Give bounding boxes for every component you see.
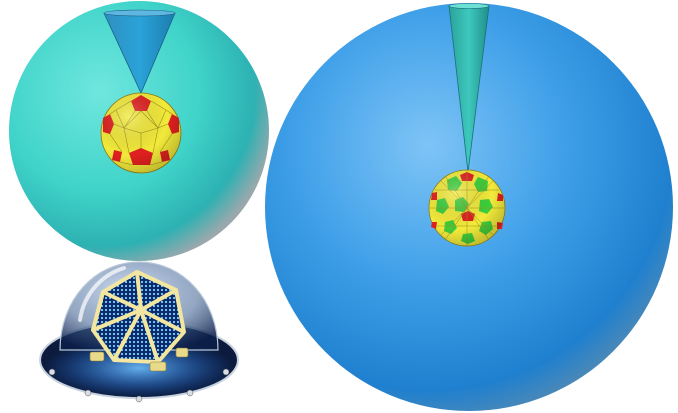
base-screws — [48, 368, 230, 403]
icosahedral-lattice — [89, 270, 189, 372]
photo-panel — [39, 261, 239, 403]
cone-top-rim — [448, 3, 490, 9]
small-sphere-panel — [9, 1, 269, 261]
cone-top-rim — [103, 9, 176, 17]
geodesic-ball-core — [428, 169, 506, 247]
soccer-ball-core — [100, 92, 182, 174]
large-sphere-panel — [265, 3, 673, 411]
